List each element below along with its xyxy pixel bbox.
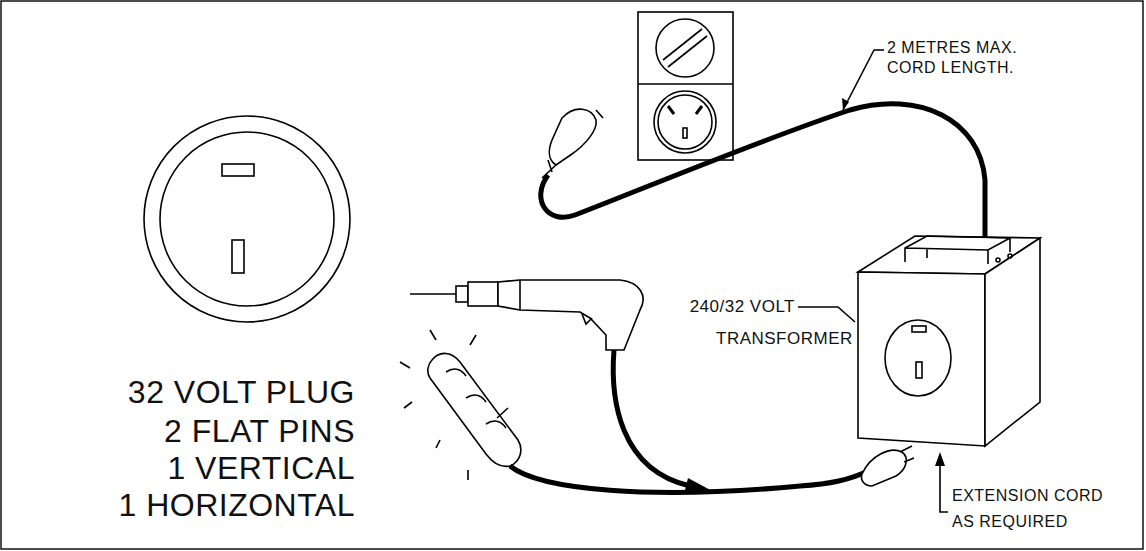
note-label: TRANSFORMER xyxy=(716,330,853,347)
note-label: 32 VOLT PLUG xyxy=(128,376,355,408)
leader-line xyxy=(798,307,855,322)
leader-line xyxy=(940,462,948,512)
transformer xyxy=(858,236,1040,446)
note-label: 240/32 VOLT xyxy=(690,298,795,315)
note-label: AS REQUIRED xyxy=(952,514,1068,530)
note-label: 2 METRES MAX. xyxy=(887,40,1017,56)
wall-socket xyxy=(638,12,733,160)
note-label: CORD LENGTH. xyxy=(887,60,1014,76)
mains-plug xyxy=(541,104,985,252)
socket-face xyxy=(144,116,350,322)
note-label: 1 HORIZONTAL xyxy=(118,489,355,521)
leader-line xyxy=(874,49,884,51)
drill xyxy=(410,280,714,494)
note-label: EXTENSION CORD xyxy=(952,488,1103,504)
note-label: 1 VERTICAL xyxy=(167,452,355,484)
note-label: 2 FLAT PINS xyxy=(164,415,355,447)
extension-plug xyxy=(861,446,914,486)
32v-plug xyxy=(400,330,870,492)
leader-line xyxy=(843,50,874,110)
